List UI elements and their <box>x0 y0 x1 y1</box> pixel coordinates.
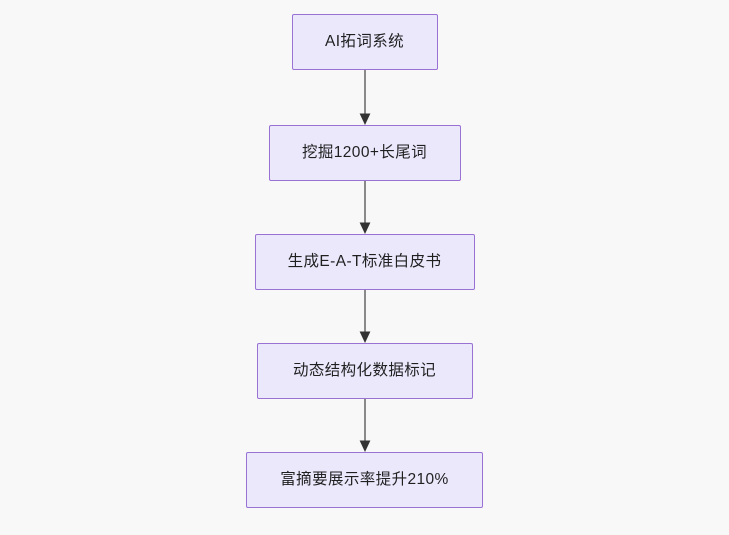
flow-node-label: 挖掘1200+长尾词 <box>301 144 428 162</box>
arrow-down-icon <box>359 70 370 125</box>
flow-edge-n4-n5 <box>358 399 372 452</box>
flow-edge-n3-n4 <box>358 290 372 343</box>
flow-edge-n2-n3 <box>358 181 372 234</box>
arrow-down-icon <box>359 399 370 452</box>
flow-edge-n1-n2 <box>358 70 372 125</box>
flow-node-generate-eat-whitepaper[interactable]: 生成E-A-T标准白皮书 <box>254 234 475 290</box>
flow-node-label: 生成E-A-T标准白皮书 <box>287 253 442 271</box>
flow-node-dynamic-structured-data-markup[interactable]: 动态结构化数据标记 <box>256 343 473 399</box>
flow-node-label: 动态结构化数据标记 <box>292 362 437 380</box>
flow-node-label: AI拓词系统 <box>324 33 405 51</box>
arrow-down-icon <box>359 181 370 234</box>
arrow-down-icon <box>359 290 370 343</box>
flow-node-label: 富摘要展示率提升210% <box>280 471 449 489</box>
flow-node-ai-keyword-system[interactable]: AI拓词系统 <box>291 14 438 70</box>
flow-node-rich-snippet-impression-uplift[interactable]: 富摘要展示率提升210% <box>246 452 483 508</box>
flow-node-mine-longtail-keywords[interactable]: 挖掘1200+长尾词 <box>268 125 461 181</box>
